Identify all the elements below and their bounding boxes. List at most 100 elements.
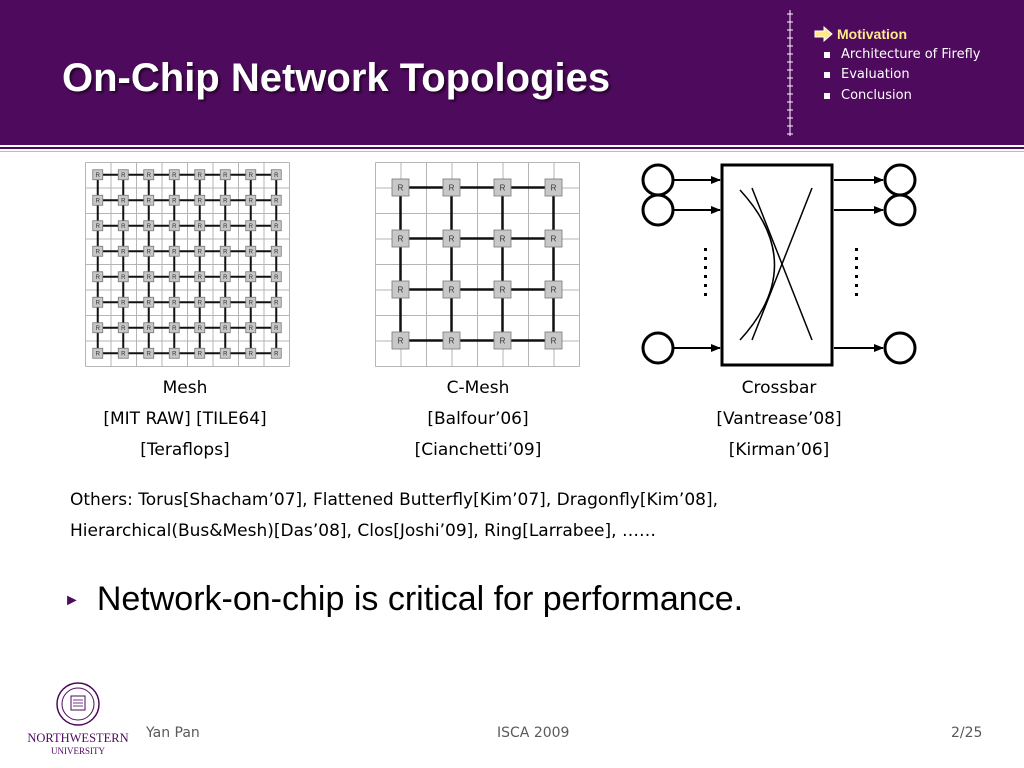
triangle-bullet-icon: ► — [64, 592, 80, 609]
router-node — [117, 271, 129, 283]
router-label: R — [198, 173, 203, 179]
router-node — [117, 169, 129, 181]
nav-item-motivation[interactable]: Motivation — [814, 24, 980, 45]
router-label: R — [121, 198, 126, 204]
router-label: R — [121, 224, 126, 230]
router-node — [117, 322, 129, 334]
router-node — [219, 271, 231, 283]
router-label: R — [172, 173, 177, 179]
router-label: R — [398, 336, 404, 345]
router-node — [194, 271, 206, 283]
router-label: R — [274, 351, 279, 357]
router-node — [219, 194, 231, 206]
router-label: R — [500, 336, 506, 345]
router-node — [92, 194, 104, 206]
router-node — [219, 169, 231, 181]
router-node — [143, 245, 155, 257]
router-label: R — [274, 173, 279, 179]
nav-item-architecture[interactable]: Architecture of Firefly — [814, 45, 980, 66]
input-port — [641, 163, 675, 197]
router-node — [168, 245, 180, 257]
router-node — [168, 194, 180, 206]
router-node — [270, 271, 282, 283]
bullet-square-icon — [824, 51, 830, 58]
router-label: R — [172, 300, 177, 306]
router-label: R — [249, 173, 254, 179]
ellipsis-dots-left — [704, 248, 707, 296]
router-node — [493, 178, 512, 197]
router-node — [493, 280, 512, 299]
router-node — [270, 296, 282, 308]
nav-item-label: Motivation — [837, 26, 907, 42]
router-node — [391, 178, 410, 197]
router-node — [168, 296, 180, 308]
router-label: R — [223, 351, 228, 357]
output-port — [883, 193, 917, 227]
router-node — [219, 245, 231, 257]
router-label: R — [198, 300, 203, 306]
router-label: R — [449, 285, 455, 294]
output-port — [883, 163, 917, 197]
router-node — [194, 169, 206, 181]
router-label: R — [249, 198, 254, 204]
router-label: R — [551, 234, 557, 243]
router-label: R — [274, 249, 279, 255]
router-label: R — [147, 198, 152, 204]
router-label: R — [96, 224, 101, 230]
router-label: R — [249, 300, 254, 306]
router-label: R — [96, 326, 101, 332]
nav-item-label: Architecture of Firefly — [841, 46, 981, 62]
router-label: R — [274, 275, 279, 281]
crossbar-wire — [739, 189, 776, 341]
router-node — [168, 271, 180, 283]
router-node — [245, 322, 257, 334]
nav-item-conclusion[interactable]: Conclusion — [814, 86, 980, 107]
router-node — [194, 347, 206, 359]
router-label: R — [96, 173, 101, 179]
router-label: R — [249, 326, 254, 332]
router-label: R — [96, 300, 101, 306]
router-label: R — [500, 183, 506, 192]
footer-venue: ISCA 2009 — [497, 725, 570, 741]
router-node — [194, 245, 206, 257]
router-label: R — [449, 183, 455, 192]
router-label: R — [198, 198, 203, 204]
router-label: R — [172, 351, 177, 357]
router-label: R — [96, 275, 101, 281]
northwestern-logo: NORTHWESTERN UNIVERSITY — [27, 682, 129, 756]
router-node — [92, 169, 104, 181]
footer-page-number: 2/25 — [951, 725, 983, 741]
router-label: R — [551, 336, 557, 345]
router-label: R — [147, 300, 152, 306]
router-label: R — [96, 198, 101, 204]
router-label: R — [274, 300, 279, 306]
router-label: R — [274, 224, 279, 230]
router-node — [544, 331, 563, 350]
router-node — [493, 331, 512, 350]
nav-item-evaluation[interactable]: Evaluation — [814, 65, 980, 86]
crossbar-switch — [720, 163, 834, 367]
router-node — [168, 220, 180, 232]
router-node — [245, 347, 257, 359]
router-label: R — [223, 249, 228, 255]
router-node — [245, 245, 257, 257]
router-node — [92, 271, 104, 283]
router-label: R — [147, 173, 152, 179]
router-node — [143, 296, 155, 308]
router-label: R — [121, 249, 126, 255]
footer-author: Yan Pan — [146, 725, 200, 741]
router-node — [194, 322, 206, 334]
router-label: R — [223, 173, 228, 179]
router-node — [194, 194, 206, 206]
crossbar-caption-name: Crossbar — [741, 378, 817, 398]
router-node — [143, 322, 155, 334]
header-banner: On-Chip Network Topologies Motivation Ar… — [0, 0, 1024, 145]
other-topologies-line: Hierarchical(Bus&Mesh)[Das’08], Clos[Jos… — [70, 521, 656, 541]
bullet-square-icon — [824, 92, 830, 99]
nav-item-label: Evaluation — [841, 67, 910, 82]
router-label: R — [198, 326, 203, 332]
router-node — [143, 271, 155, 283]
cmesh-caption: C-Mesh [Balfour’06] [Cianchetti’09] — [373, 373, 583, 466]
crossbar-caption: Crossbar [Vantrease’08] [Kirman’06] — [674, 373, 884, 466]
